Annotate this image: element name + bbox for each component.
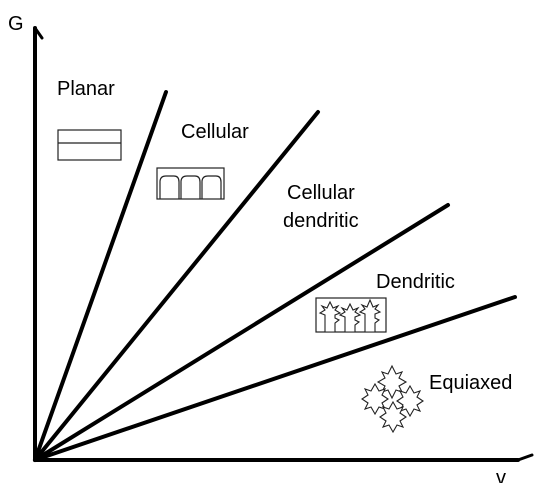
equiaxed-dendrite-icon (361, 364, 424, 434)
equiaxed-label: Equiaxed (429, 372, 512, 394)
cellular-dendritic-label-line2: dendritic (283, 210, 359, 232)
cellular-dendritic-dendritic-boundary (33, 203, 450, 462)
dendritic-equiaxed-boundary (33, 295, 517, 462)
dendritic-label: Dendritic (376, 271, 455, 293)
cellular-label: Cellular (181, 121, 249, 143)
cellular-cellular-dendritic-boundary (33, 110, 320, 462)
cellular-front-icon (156, 167, 225, 200)
planar-front-icon (57, 129, 122, 161)
cellular-dendritic-label-line1: Cellular (287, 182, 355, 204)
x-axis-tip (516, 453, 534, 462)
columnar-dendrite-icon (315, 297, 387, 333)
planar-cellular-boundary (33, 90, 168, 462)
y-axis-label: G (8, 13, 24, 35)
x-axis-label: v (496, 467, 506, 483)
y-axis-tip (33, 26, 44, 40)
planar-label: Planar (57, 78, 115, 100)
